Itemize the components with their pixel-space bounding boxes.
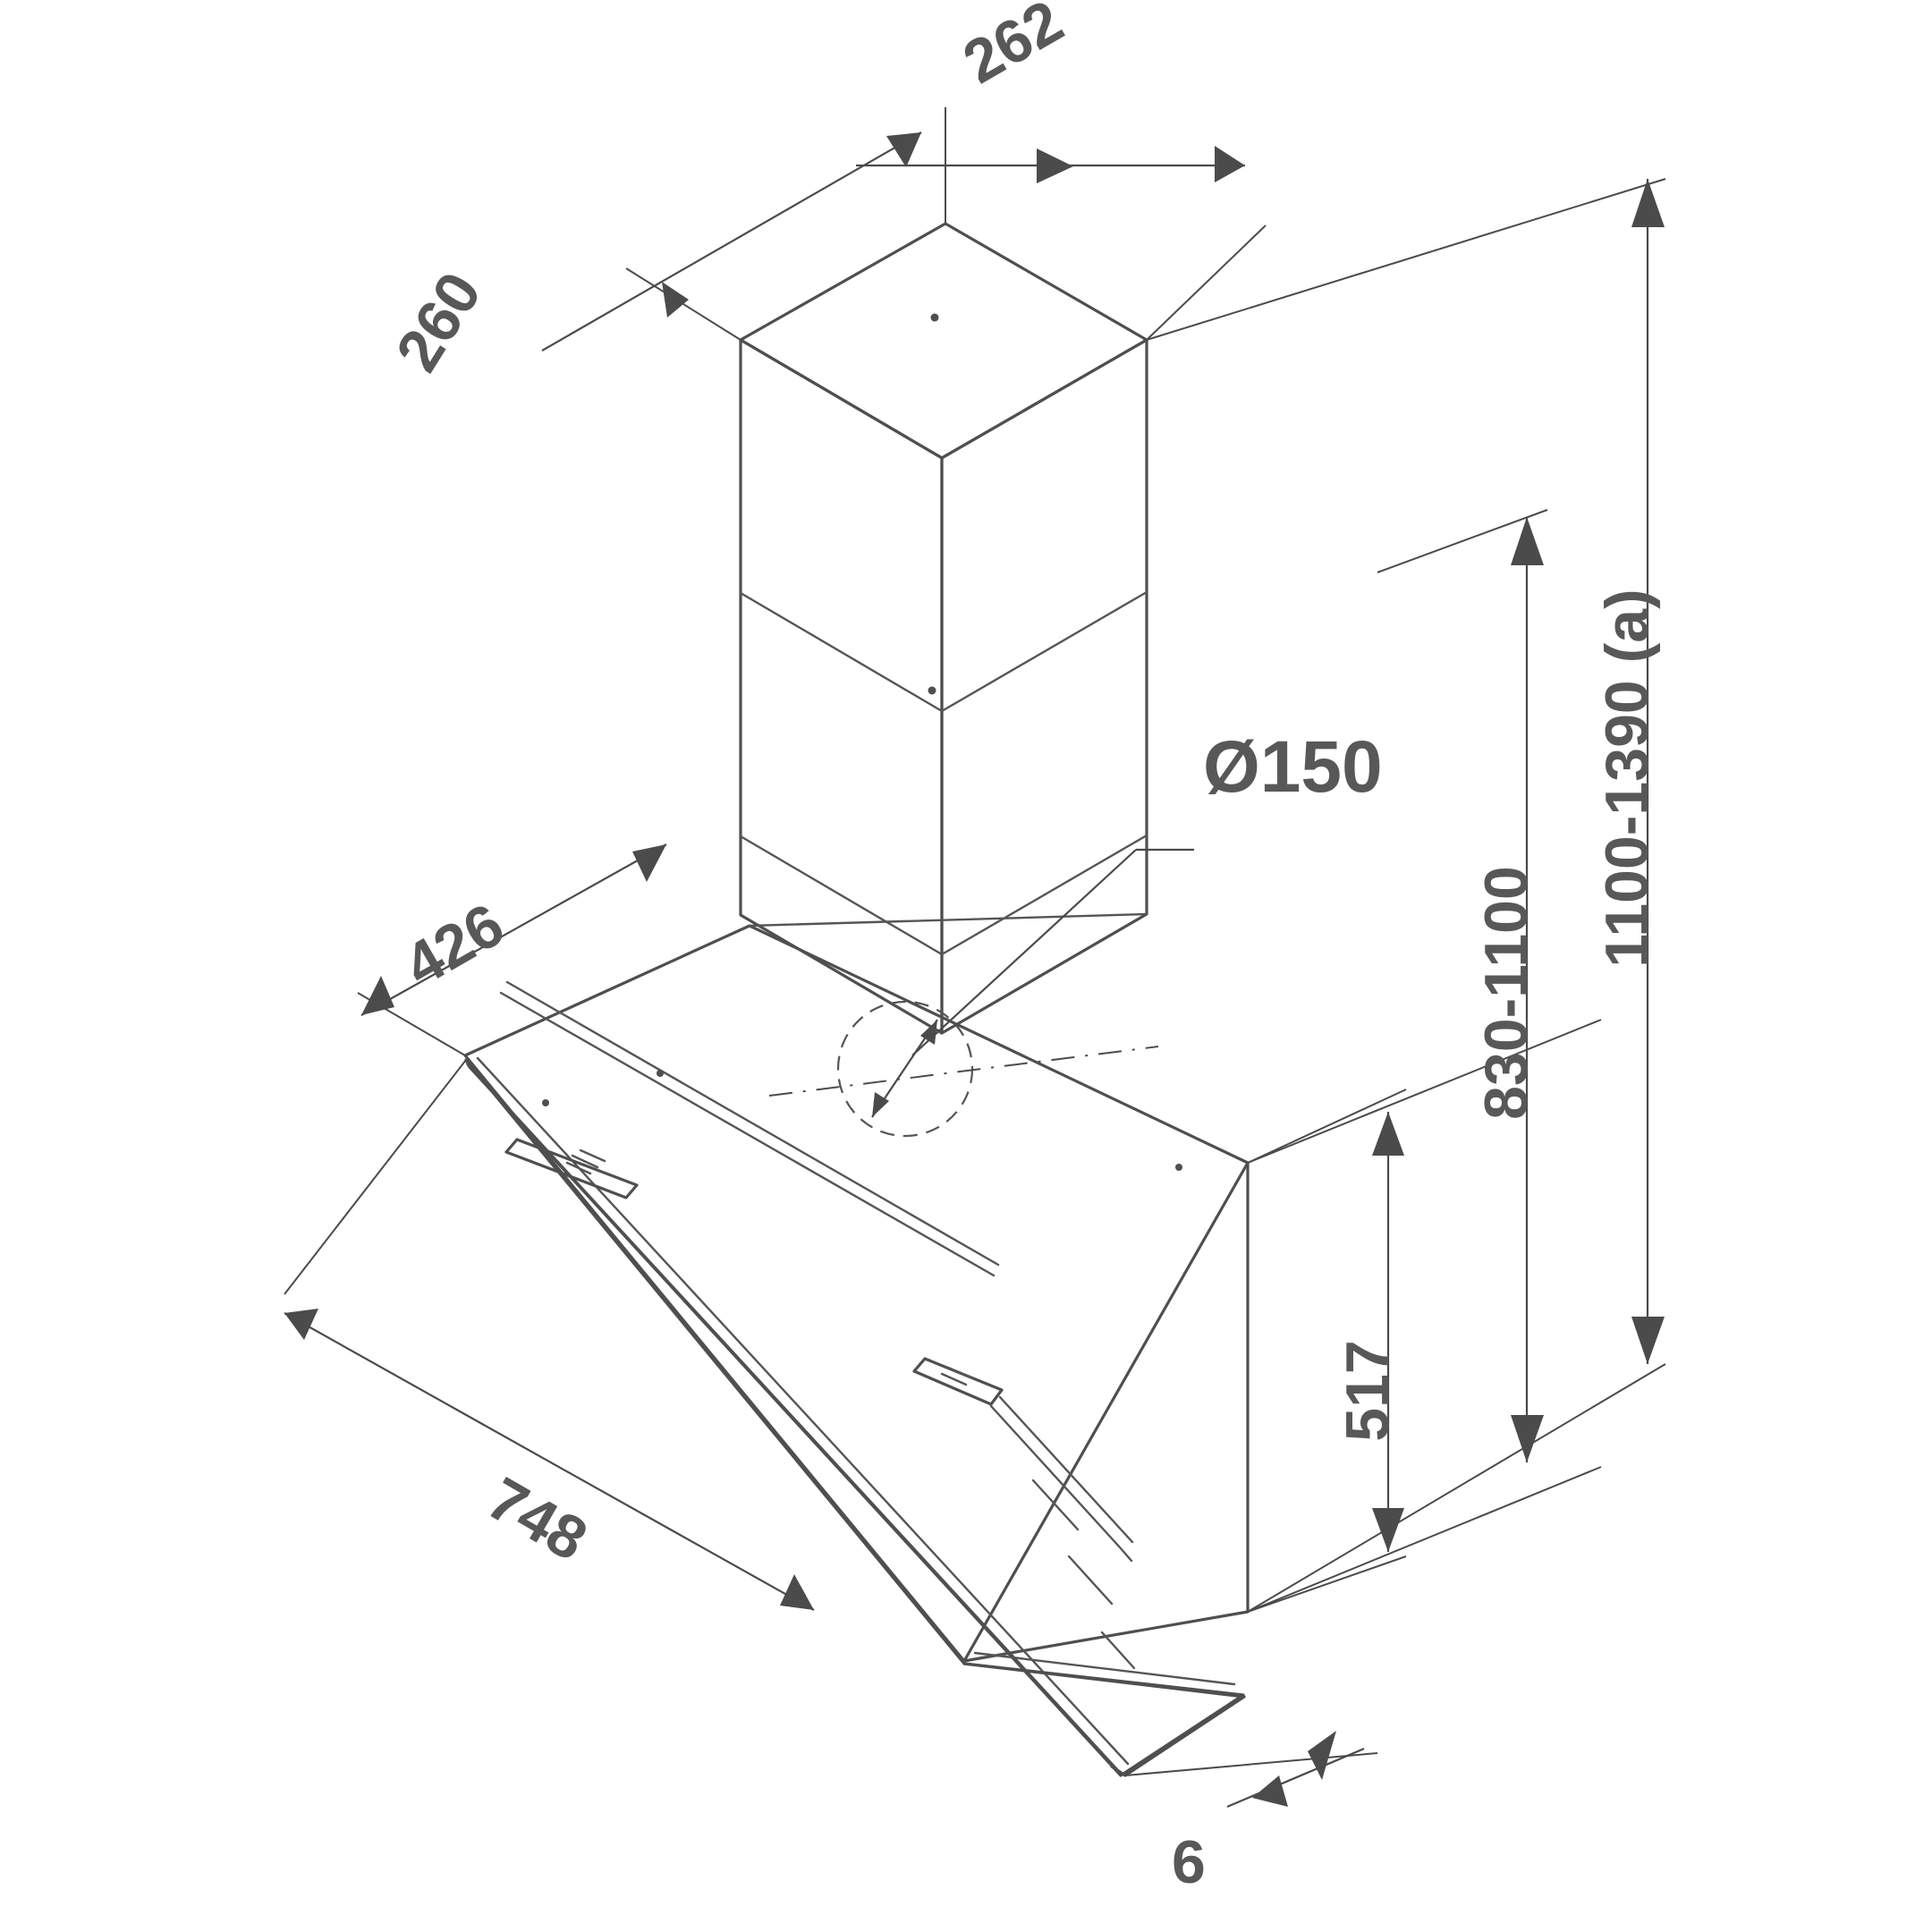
latch-detail-1: [940, 1372, 968, 1386]
hood-canopy-body: [463, 912, 1250, 1663]
ext-line-1390-bottom: [1247, 1363, 1666, 1613]
chimney-lower-seam-right: [940, 834, 1148, 956]
canopy-fold-line-2: [499, 991, 996, 1277]
arrow-748-left: [284, 1309, 318, 1340]
chimney-upper-right-face: [940, 338, 1148, 1035]
glass-panel-outline: [464, 1058, 1245, 1777]
dimension-748: 748: [284, 1059, 815, 1611]
dimension-1100-1390: 1100-1390 (a): [1146, 178, 1666, 1613]
chimney-telescopic-seam-right: [940, 590, 1148, 713]
dim-line-6: [1226, 1747, 1365, 1809]
arrow-262-right: [1215, 146, 1245, 182]
glass-panel-front-face: [466, 1063, 1122, 1775]
leader-line-150-diagonal: [911, 849, 1137, 1056]
ext-line-830-bottom: [1247, 1466, 1602, 1613]
arrow-517-top: [1372, 1112, 1404, 1156]
dimension-260: 260: [383, 131, 922, 383]
dimension-517: 517: [1247, 1089, 1407, 1613]
screw-dot: [930, 313, 939, 322]
duct-outlet: [836, 1000, 974, 1138]
filter-slot-2: [1067, 1555, 1114, 1606]
dim-label-748: 748: [477, 1464, 598, 1574]
screw-dot: [542, 1099, 549, 1106]
dim-label-426: 426: [394, 890, 515, 1000]
latch-detail-2: [946, 1366, 974, 1380]
ext-line-6-a: [1124, 1752, 1378, 1776]
duct-outlet-circle: [836, 1000, 974, 1138]
filter-slot-3: [1100, 1631, 1136, 1670]
canopy-top-surface: [463, 924, 1250, 1663]
control-bar-detail-2: [571, 1154, 599, 1169]
chimney-lower-seam-left: [739, 835, 944, 956]
arrow-517-bottom: [1372, 1508, 1404, 1552]
ext-line-262-b: [1146, 225, 1267, 341]
dim-label-6: 6: [1172, 1828, 1206, 1896]
inclined-glass-panel: [464, 1056, 1246, 1777]
ext-line-748-a: [284, 1059, 467, 1295]
chimney-top-face: [739, 222, 1148, 460]
dim-label-517: 517: [1334, 1340, 1402, 1441]
screw-dot: [928, 686, 936, 695]
canopy-rear-top-edge: [748, 912, 1148, 928]
dimension-glass-thickness: 6: [1124, 1731, 1378, 1896]
ext-line-830-top: [1247, 1019, 1602, 1164]
arrow-6-upper: [1308, 1731, 1336, 1780]
dim-label-1100-1390: 1100-1390 (a): [1593, 589, 1661, 967]
duct-diameter-arrow-b: [872, 1092, 889, 1117]
dim-line-426: [360, 843, 667, 1016]
glass-panel-tip-inner: [973, 1651, 1236, 1686]
dim-label-260: 260: [383, 260, 495, 383]
chimney-upper-left-face: [739, 338, 944, 1035]
latch-outline: [912, 1357, 1004, 1406]
ext-line-517-top: [1247, 1089, 1407, 1164]
duct-diameter-arrow-a: [920, 1020, 937, 1045]
arrow-262-left: [1037, 148, 1073, 183]
arrow-1390-top: [1631, 179, 1665, 227]
arrow-1390-bottom: [1631, 1317, 1665, 1364]
control-bar-detail-1: [565, 1161, 592, 1175]
dim-label-150: Ø150: [1203, 726, 1383, 808]
ext-line-830-reference: [1377, 509, 1548, 573]
duct-center-line-horizontal: [768, 1046, 1159, 1097]
dimension-duct-diameter: Ø150: [911, 726, 1383, 1056]
glass-edge-strip: [989, 1404, 1133, 1563]
dimension-426: 426: [357, 843, 667, 1056]
arrow-426-upper: [632, 844, 666, 882]
dimension-830-1100: 830-1100: [1247, 509, 1602, 1613]
glass-panel-tip: [962, 1662, 1246, 1777]
arrow-748-right: [780, 1574, 814, 1610]
arrow-830-top: [1511, 517, 1544, 565]
arrow-830-bottom: [1511, 1415, 1544, 1462]
ext-line-1390-top: [1146, 178, 1666, 341]
control-bar-outline: [504, 1138, 639, 1199]
dim-label-262: 262: [953, 0, 1074, 97]
canopy-fold-line-1: [505, 980, 1000, 1267]
arrow-260-lower: [886, 132, 921, 167]
duct-center-line-group: [768, 1046, 1159, 1097]
dim-label-830-1100: 830-1100: [1472, 866, 1540, 1120]
arrow-426-lower: [361, 976, 394, 1015]
screw-dot: [1175, 1164, 1182, 1171]
screw-dot: [657, 1070, 664, 1077]
dim-line-748: [284, 1312, 815, 1611]
control-bar-detail-3: [579, 1148, 606, 1163]
filter-slot-1: [1031, 1479, 1080, 1531]
ext-line-517-bottom: [1247, 1555, 1407, 1613]
glass-edge-strip-2: [998, 1395, 1134, 1544]
glass-panel-front-face-inner: [476, 1056, 1130, 1766]
arrow-260-upper: [662, 282, 689, 318]
arrow-6-lower: [1252, 1775, 1288, 1807]
chimney-telescopic-seam-left: [739, 591, 944, 713]
chimney-lower-section: [739, 590, 1148, 956]
dim-line-260: [541, 131, 922, 352]
